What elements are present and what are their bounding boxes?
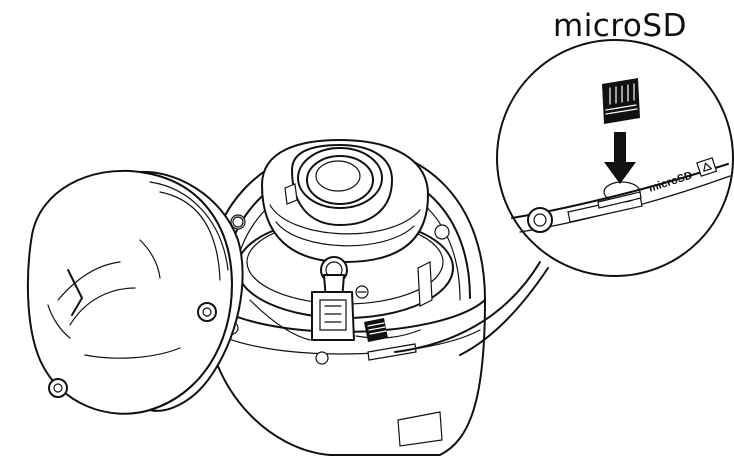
microsd-card-callout xyxy=(602,78,640,124)
callout-circle xyxy=(496,39,734,277)
dome-cover xyxy=(26,169,244,415)
microsd-card-in-base xyxy=(364,318,417,361)
eject-icon xyxy=(696,157,718,177)
callout-connector xyxy=(394,261,549,356)
lens-assembly xyxy=(236,139,454,341)
callout-title: microSD xyxy=(553,8,687,44)
